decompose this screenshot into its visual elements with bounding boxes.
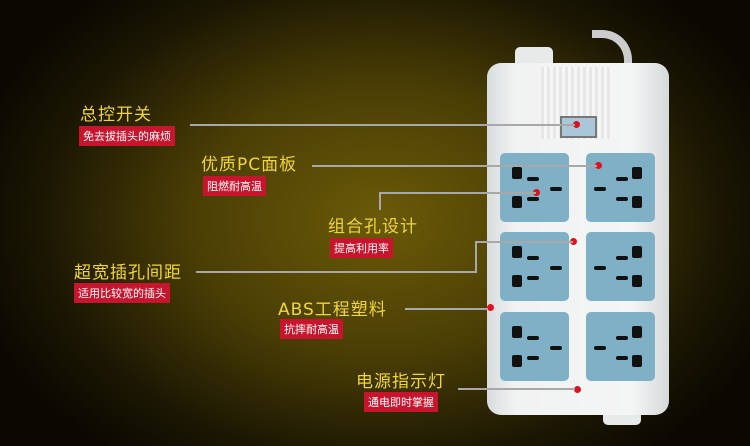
feature-title: 超宽插孔间距 (74, 263, 182, 283)
callout-line (312, 165, 597, 167)
socket-hole (594, 346, 606, 350)
socket-hole (616, 256, 628, 260)
socket (500, 312, 569, 381)
callout-line (379, 192, 536, 194)
socket-hole (512, 246, 522, 258)
callout-line (190, 124, 575, 126)
callout-line (379, 192, 381, 210)
feature-title: 总控开关 (80, 105, 152, 125)
feature-tag: 通电即时掌握 (364, 392, 438, 412)
socket-hole (632, 275, 642, 287)
hanging-tab (515, 47, 553, 65)
feature-tag: 阻燃耐高温 (203, 176, 266, 196)
marker-dot (487, 304, 494, 311)
marker-dot (595, 162, 602, 169)
socket-hole (527, 197, 539, 201)
socket-hole (527, 336, 539, 340)
socket (586, 312, 655, 381)
socket-hole (632, 196, 642, 208)
marker-dot (533, 189, 540, 196)
socket-hole (512, 275, 522, 287)
feature-tag: 免去拔插头的麻烦 (79, 126, 175, 146)
socket-hole (527, 276, 539, 280)
socket (500, 232, 569, 301)
feature-title: 优质PC面板 (201, 155, 298, 175)
callout-line (475, 241, 573, 243)
marker-dot (570, 238, 577, 245)
socket-hole (512, 326, 522, 338)
feature-title: ABS工程塑料 (278, 300, 387, 320)
socket-hole (632, 355, 642, 367)
socket-hole (616, 177, 628, 181)
socket-hole (512, 167, 522, 179)
socket (586, 232, 655, 301)
socket-hole (527, 177, 539, 181)
socket (500, 153, 569, 222)
socket-hole (527, 256, 539, 260)
socket-hole (527, 356, 539, 360)
socket-hole (616, 197, 628, 201)
callout-line (458, 388, 575, 390)
feature-tag: 适用比较宽的插头 (74, 283, 170, 303)
socket-hole (512, 196, 522, 208)
callout-line (405, 308, 488, 310)
socket-hole (550, 346, 562, 350)
socket-hole (594, 187, 606, 191)
socket-hole (594, 266, 606, 270)
socket-hole (632, 246, 642, 258)
feature-title: 组合孔设计 (328, 217, 418, 237)
socket-hole (616, 276, 628, 280)
socket-hole (616, 336, 628, 340)
socket-hole (550, 266, 562, 270)
feature-tag: 抗摔耐高温 (280, 319, 343, 339)
callout-line (196, 271, 476, 273)
callout-line (475, 241, 477, 273)
socket-hole (632, 167, 642, 179)
socket-hole (632, 326, 642, 338)
socket-hole (616, 356, 628, 360)
power-cable (592, 30, 632, 75)
feature-title: 电源指示灯 (356, 372, 446, 392)
feature-tag: 提高利用率 (330, 238, 393, 258)
socket-hole (550, 187, 562, 191)
power-indicator-light (574, 386, 581, 393)
marker-dot (573, 121, 580, 128)
socket-hole (512, 355, 522, 367)
